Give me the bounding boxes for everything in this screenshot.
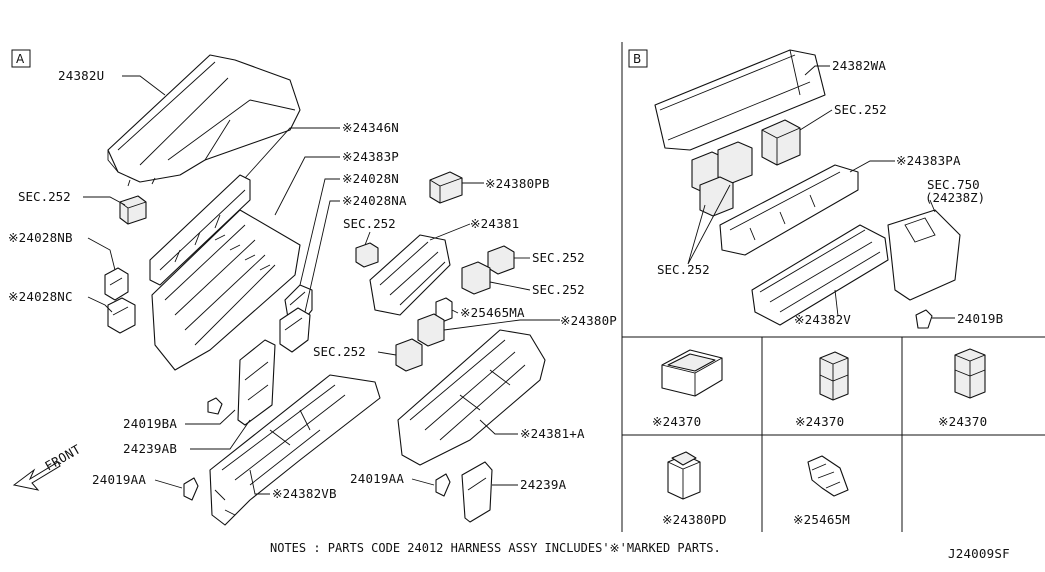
label-24019AA-right: 24019AA bbox=[350, 471, 404, 486]
fuse-24370-mid bbox=[819, 351, 849, 401]
part-24239A-bracket bbox=[461, 461, 493, 523]
part-24346N-body bbox=[151, 209, 301, 371]
label-24019B: 24019B bbox=[957, 311, 1003, 326]
part-24382U-cover bbox=[107, 54, 301, 187]
part-24019AA-clip-right bbox=[435, 473, 451, 497]
part-24019BA-clip bbox=[207, 397, 223, 415]
label-24019AA-left: 24019AA bbox=[92, 472, 146, 487]
part-24019AA-clip-left bbox=[183, 477, 199, 501]
label-24382U: 24382U bbox=[58, 68, 104, 83]
notes-text: NOTES : PARTS CODE 24012 HARNESS ASSY IN… bbox=[270, 541, 721, 555]
label-24382WA: 24382WA bbox=[832, 58, 886, 73]
label-25465MA: ※25465MA bbox=[460, 305, 525, 320]
label-24381A: ※24381+A bbox=[520, 426, 585, 441]
label-24019BA: 24019BA bbox=[123, 416, 177, 431]
label-24381: ※24381 bbox=[470, 216, 519, 231]
relay-sec252-mid-left bbox=[355, 242, 379, 268]
label-sec252-a5: SEC.252 bbox=[313, 344, 366, 359]
section-b-letter: B bbox=[633, 52, 641, 66]
part-24383P-block bbox=[149, 174, 251, 286]
label-24380PB: ※24380PB bbox=[485, 176, 550, 191]
part-24383PA-block bbox=[719, 164, 859, 256]
fuse-25465M bbox=[807, 455, 849, 497]
part-24382VB-box bbox=[209, 374, 381, 526]
label-24370-1: ※24370 bbox=[652, 414, 701, 429]
section-frames bbox=[621, 42, 1045, 532]
fuse-24370-large bbox=[661, 349, 723, 397]
label-sec252-a4: SEC.252 bbox=[532, 282, 585, 297]
label-24370-3: ※24370 bbox=[938, 414, 987, 429]
relay-sec252-b-top bbox=[761, 119, 801, 166]
label-24238Z: (24238Z) bbox=[925, 190, 985, 205]
label-24239A: 24239A bbox=[520, 477, 567, 492]
relay-sec252-lower bbox=[395, 338, 423, 372]
label-24028NC: ※24028NC bbox=[8, 289, 73, 304]
label-24383PA: ※24383PA bbox=[896, 153, 961, 168]
label-24028NB: ※24028NB bbox=[8, 230, 73, 245]
relay-sec252-left bbox=[119, 195, 147, 225]
part-24381-block bbox=[369, 234, 451, 316]
label-24346N: ※24346N bbox=[342, 120, 399, 135]
relay-sec252-mid-right-top bbox=[487, 245, 515, 275]
label-sec252-b2: SEC.252 bbox=[657, 262, 710, 277]
label-24383P: ※24383P bbox=[342, 149, 399, 164]
label-24382VB: ※24382VB bbox=[272, 486, 337, 501]
part-24382WA-cover bbox=[654, 49, 826, 151]
part-24028NC-clip bbox=[107, 297, 136, 334]
part-24238Z-cover bbox=[887, 209, 961, 301]
relay-sec252-b-pair bbox=[691, 141, 753, 217]
label-24028N: ※24028N bbox=[342, 171, 399, 186]
label-sec252-a1: SEC.252 bbox=[18, 189, 71, 204]
relay-24380PD bbox=[667, 451, 701, 500]
front-label: FRONT bbox=[42, 441, 83, 473]
part-24380PB-relay bbox=[429, 171, 463, 204]
fuse-24370-small bbox=[954, 348, 986, 399]
label-sec750: SEC.750 bbox=[927, 177, 980, 192]
label-sec252-a2: SEC.252 bbox=[343, 216, 396, 231]
part-24239AB-bracket bbox=[237, 339, 276, 426]
leaders-b bbox=[687, 65, 955, 319]
label-24239AB: 24239AB bbox=[123, 441, 177, 456]
label-24380PD: ※24380PD bbox=[662, 512, 727, 527]
label-24370-2: ※24370 bbox=[795, 414, 844, 429]
part-24380P-relay bbox=[417, 313, 445, 347]
label-24382V: ※24382V bbox=[794, 312, 851, 327]
label-sec252-b1: SEC.252 bbox=[834, 102, 887, 117]
section-a-marker: A bbox=[11, 49, 31, 68]
part-24382V-box bbox=[751, 224, 889, 326]
relay-sec252-mid-right-bottom bbox=[461, 261, 491, 295]
part-24019B-clip bbox=[915, 309, 933, 329]
section-a-letter: A bbox=[16, 52, 25, 66]
front-arrow-icon bbox=[12, 461, 61, 491]
part-24028NA-bracket bbox=[279, 307, 311, 353]
part-24028NB-clip bbox=[104, 267, 129, 301]
label-24028NA: ※24028NA bbox=[342, 193, 407, 208]
section-b-marker: B bbox=[628, 49, 648, 68]
leaders-a bbox=[83, 75, 560, 495]
part-24381A-housing bbox=[397, 329, 546, 466]
diagram-code: J24009SF bbox=[948, 546, 1010, 561]
label-24380P: ※24380P bbox=[560, 313, 617, 328]
label-sec252-a3: SEC.252 bbox=[532, 250, 585, 265]
label-25465M: ※25465M bbox=[793, 512, 850, 527]
